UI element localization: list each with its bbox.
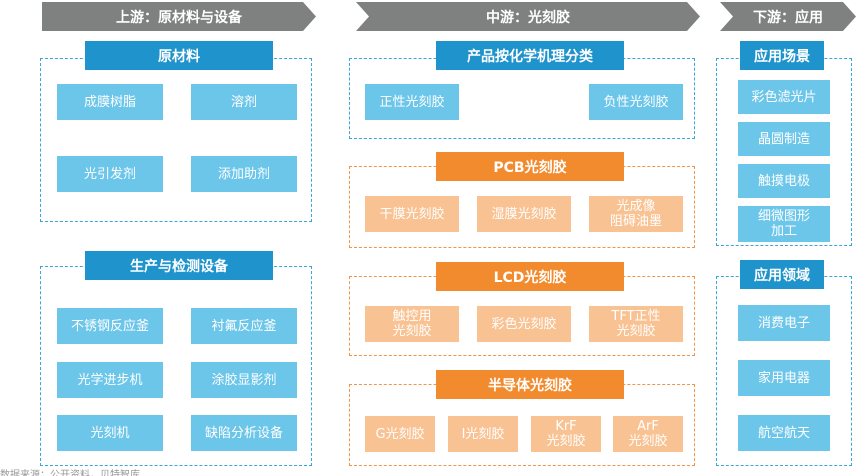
midstream-stage-arrow: 中游：光刻胶 — [356, 2, 700, 31]
materials-header: 原材料 — [85, 41, 273, 70]
field-item: 航空航天 — [738, 415, 830, 451]
scenarios-header: 应用场景 — [740, 41, 824, 70]
equipment-item: 不锈钢反应釜 — [57, 308, 163, 344]
equipment-header: 生产与检测设备 — [85, 251, 273, 280]
field-item: 家用电器 — [738, 360, 830, 396]
material-item: 溶剂 — [191, 84, 297, 120]
classification-header: 产品按化学机理分类 — [436, 41, 624, 70]
scenario-item: 细微图形 加工 — [738, 206, 830, 242]
semiconductor-header: 半导体光刻胶 — [436, 370, 624, 399]
downstream-stage-arrow: 下游：应用 — [720, 2, 856, 31]
material-item: 光引发剂 — [57, 156, 163, 192]
lcd-item: 彩色光刻胶 — [477, 306, 571, 342]
lcd-item: 触控用 光刻胶 — [365, 306, 459, 342]
equipment-item: 涂胶显影剂 — [191, 362, 297, 398]
materials-panel — [40, 58, 312, 222]
material-item: 成膜树脂 — [57, 84, 163, 120]
lcd-item: TFT正性 光刻胶 — [589, 306, 683, 342]
equipment-item: 光学进步机 — [57, 362, 163, 398]
scenario-item: 彩色滤光片 — [738, 80, 830, 114]
equipment-item: 缺陷分析设备 — [191, 415, 297, 451]
semiconductor-item: I光刻胶 — [448, 416, 518, 452]
material-item: 添加助剂 — [191, 156, 297, 192]
scenario-item: 触摸电极 — [738, 164, 830, 198]
scenario-item: 晶圆制造 — [738, 122, 830, 156]
pcb-item: 湿膜光刻胶 — [477, 196, 571, 232]
downstream-stage-label: 下游：应用 — [753, 9, 823, 26]
semiconductor-item: ArF 光刻胶 — [613, 416, 683, 452]
midstream-stage-label: 中游：光刻胶 — [486, 9, 570, 26]
classification-item: 正性光刻胶 — [365, 84, 459, 120]
pcb-item: 光成像 阻碍油墨 — [589, 196, 683, 232]
equipment-item: 衬氟反应釜 — [191, 308, 297, 344]
source-note: 数据来源：公开资料，贝特智库 — [0, 470, 140, 476]
semiconductor-item: G光刻胶 — [365, 416, 435, 452]
upstream-stage-label: 上游：原材料与设备 — [116, 9, 242, 26]
pcb-header: PCB光刻胶 — [436, 152, 624, 181]
pcb-item: 干膜光刻胶 — [365, 196, 459, 232]
classification-item: 负性光刻胶 — [589, 84, 683, 120]
semiconductor-item: KrF 光刻胶 — [531, 416, 601, 452]
fields-header: 应用领域 — [740, 260, 824, 289]
upstream-stage-arrow: 上游：原材料与设备 — [42, 2, 316, 31]
equipment-item: 光刻机 — [57, 415, 163, 451]
lcd-header: LCD光刻胶 — [436, 262, 624, 291]
field-item: 消费电子 — [738, 305, 830, 341]
